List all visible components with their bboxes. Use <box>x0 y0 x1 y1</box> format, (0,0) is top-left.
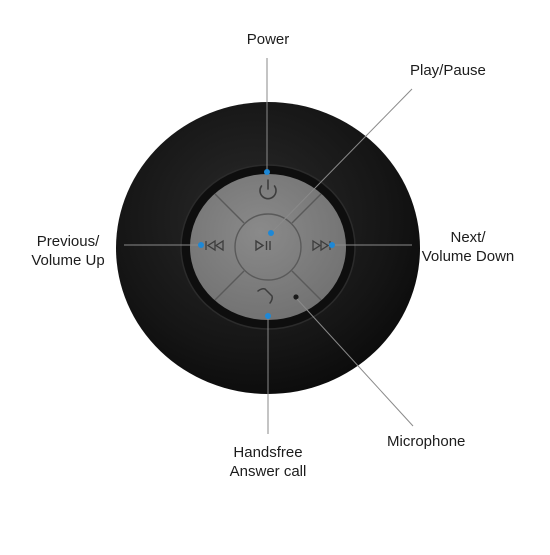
leader-play-pause <box>270 88 413 234</box>
label-previous: Previous/ Volume Up <box>18 232 118 270</box>
play-pause-icon[interactable] <box>255 239 271 252</box>
label-handsfree: Handsfree Answer call <box>214 443 322 481</box>
label-microphone: Microphone <box>387 433 466 450</box>
label-next-line2: Volume Down <box>421 248 515 265</box>
label-next: Next/ Volume Down <box>412 228 524 266</box>
power-icon[interactable] <box>259 179 277 200</box>
previous-dot <box>198 242 204 248</box>
handsfree-dot <box>265 313 271 319</box>
microphone-hole <box>293 294 299 300</box>
phone-icon[interactable] <box>257 288 273 304</box>
label-previous-line2: Volume Up <box>31 252 105 269</box>
play-pause-dot <box>268 230 274 236</box>
label-next-line1: Next/ <box>450 229 486 246</box>
button-dividers <box>214 193 322 301</box>
label-previous-line1: Previous/ <box>36 233 100 250</box>
next-dot <box>329 242 335 248</box>
label-handsfree-line1: Handsfree <box>233 444 303 461</box>
leader-microphone <box>296 298 414 427</box>
power-dot <box>264 169 270 175</box>
button-panel <box>190 174 346 320</box>
leader-lines <box>124 58 414 434</box>
indicator-dots <box>198 169 335 319</box>
label-play-pause: Play/Pause <box>410 62 486 79</box>
label-power: Power <box>246 31 290 48</box>
label-handsfree-line2: Answer call <box>229 463 307 480</box>
previous-icon[interactable] <box>205 239 224 252</box>
